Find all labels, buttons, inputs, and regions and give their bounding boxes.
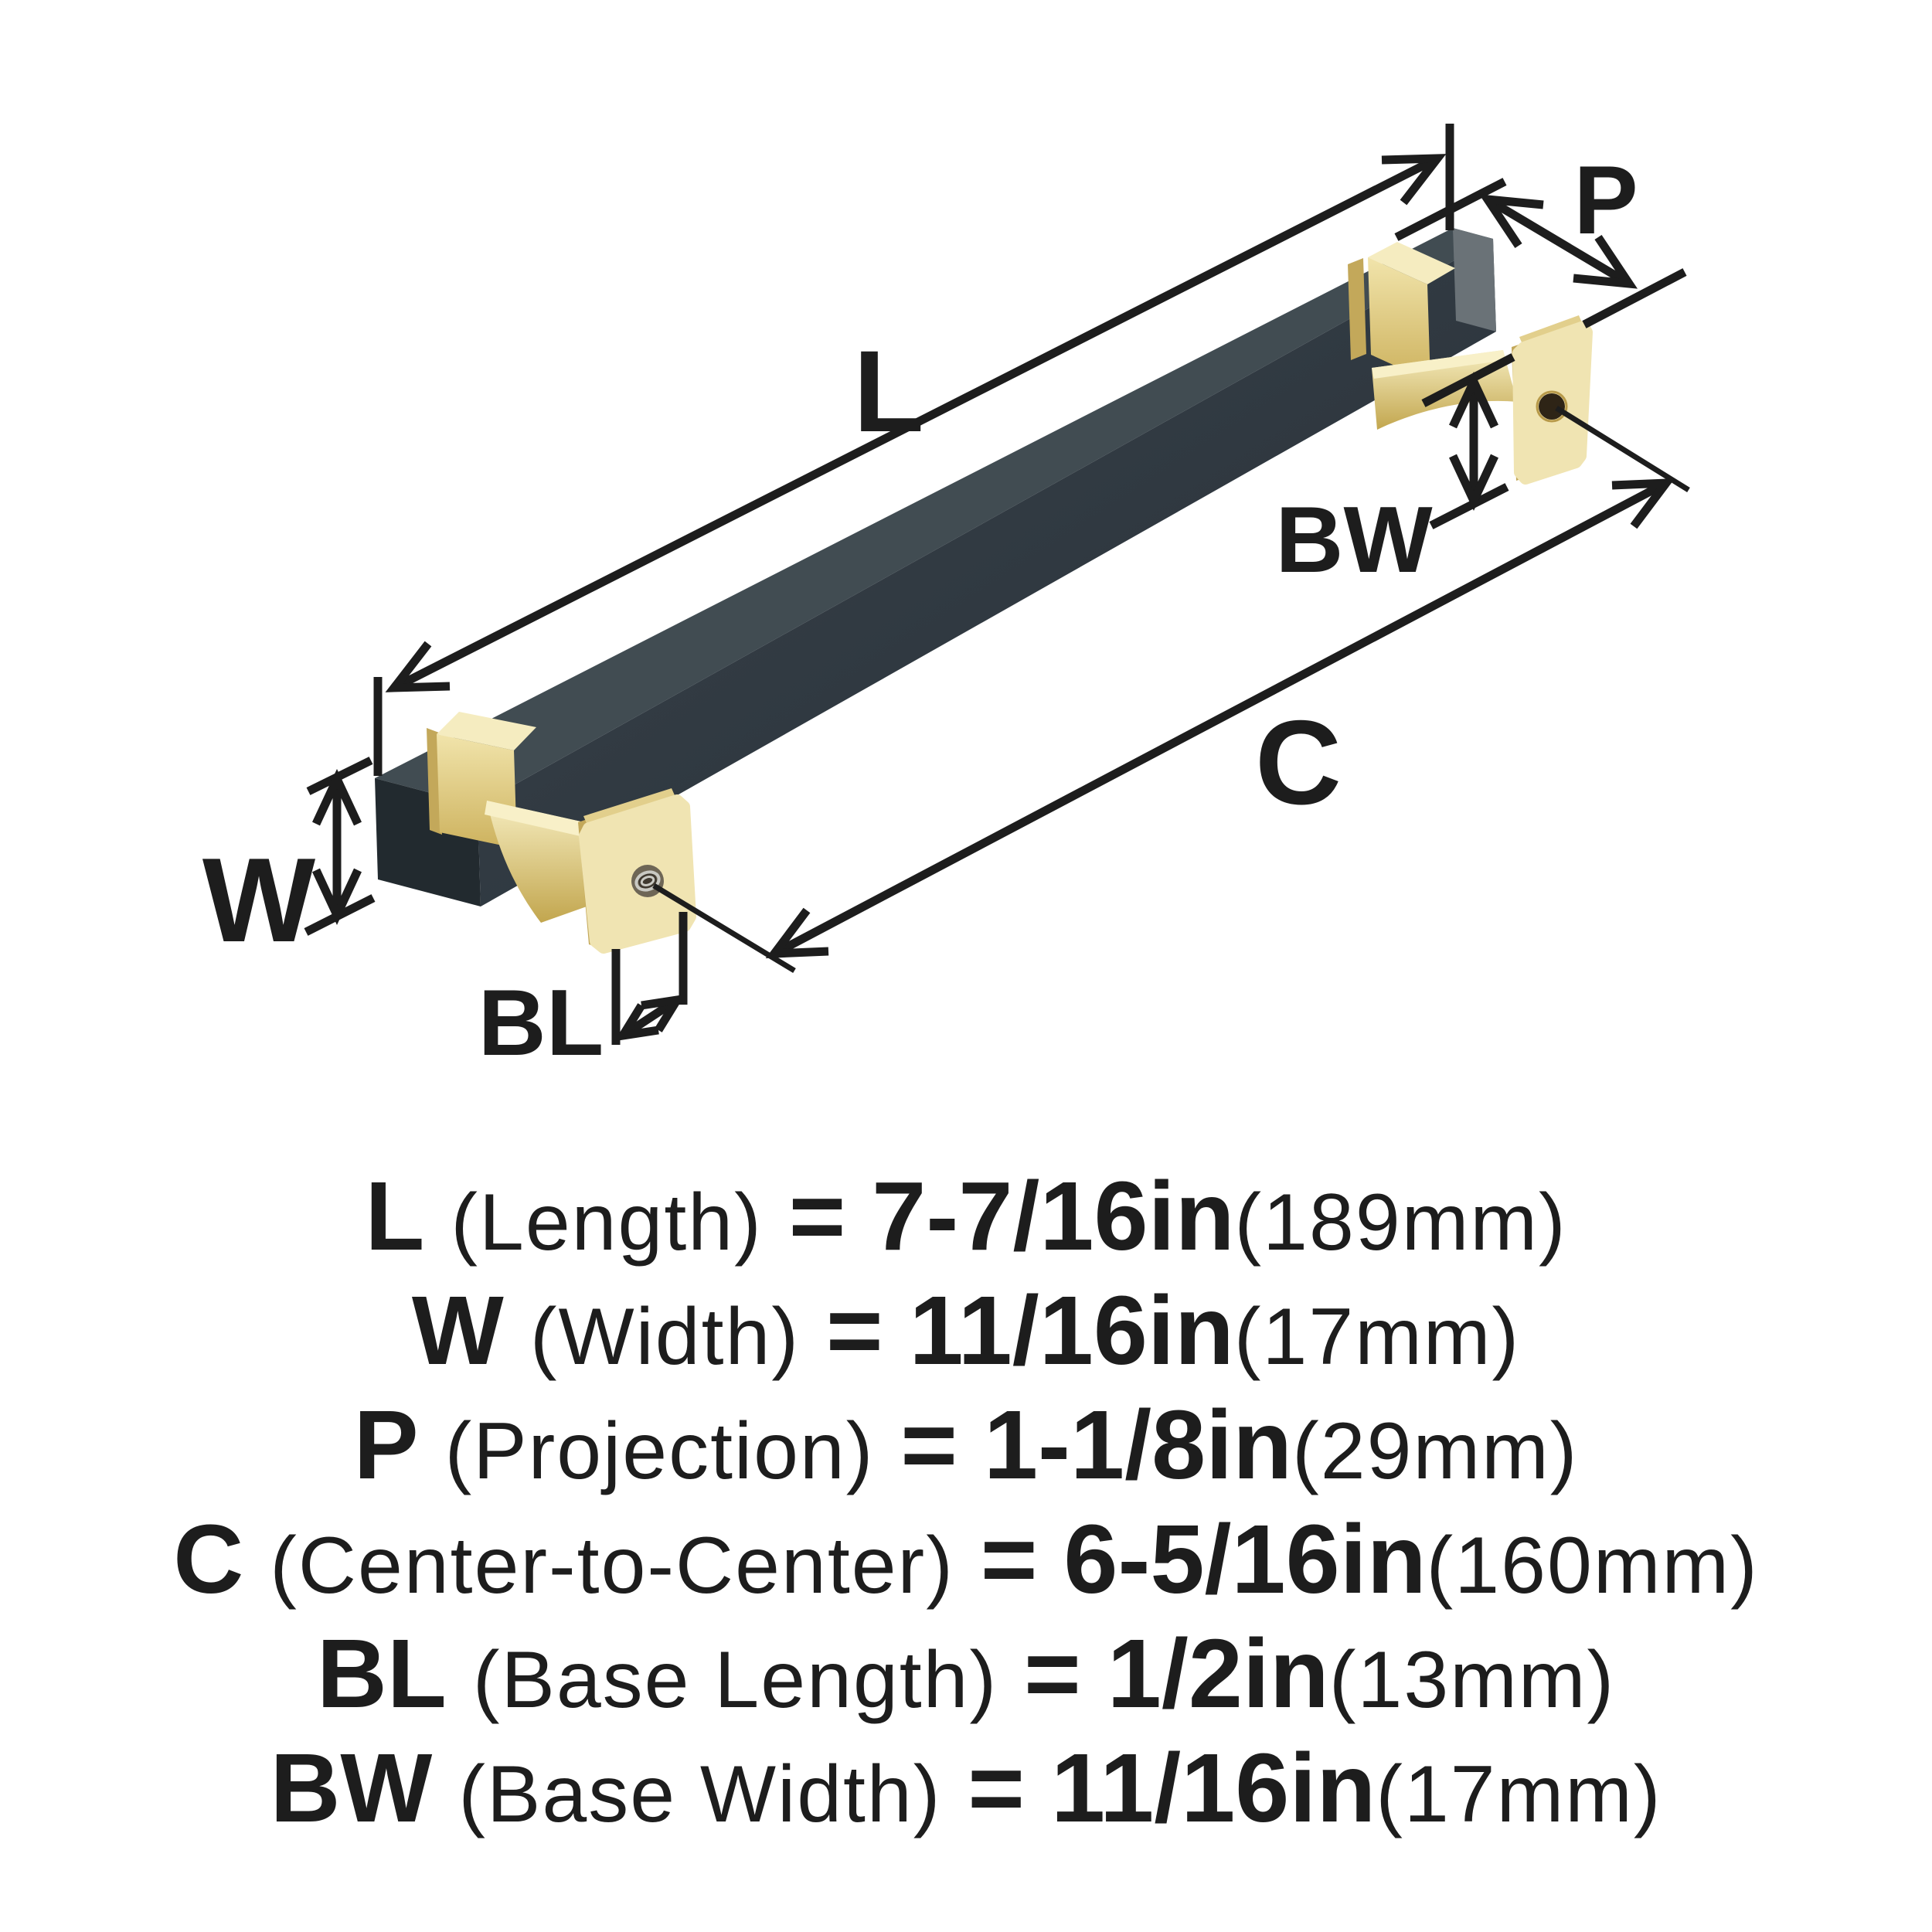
dimension-BL [611,912,688,1045]
left-foot [427,712,696,954]
w-arrowhead-top [312,768,362,826]
right-neck-highlight [1372,350,1505,379]
l-arrowhead-left [385,641,451,692]
spec-symbol: P [353,1390,419,1499]
dimension-lines [304,124,1690,1045]
spec-equals: = [968,1733,1025,1842]
spec-name: (Base Width) [458,1750,942,1839]
spec-row-projection: P (Projection) =1-1/8in(29mm) [0,1388,1932,1502]
spec-equals: = [1024,1619,1081,1728]
spec-equals: = [980,1505,1038,1614]
label-center-to-center: C [1255,696,1342,829]
spec-row-base-width: BW (Base Width) =11/16in(17mm) [0,1731,1932,1845]
dimension-C [652,406,1690,973]
spec-imperial-value: 1-1/8in [983,1390,1293,1499]
bl-arrowhead-left [614,1003,659,1042]
spec-imperial-value: 6-5/16in [1063,1505,1427,1614]
spec-equals: = [825,1276,883,1385]
dimension-P [1478,194,1687,328]
l-dimension-line [392,155,1440,692]
bar-top-face [375,228,1493,805]
l-arrowhead-right [1381,154,1447,206]
bar-front-face [478,239,1496,906]
l-extension-slash-right [1394,178,1507,241]
dimension-spec-list: L(Length)=7-7/16in(189mm) W(Width)=11/16… [0,1159,1932,1845]
dimension-BW [1421,353,1515,529]
c-arrowhead-left [765,907,829,958]
label-base-length: BL [478,970,604,1075]
c-arrowhead-right [1611,478,1675,529]
bw-arrowhead-bottom [1449,454,1498,512]
label-length: L [853,326,924,456]
bw-arrowhead-top [1449,371,1498,429]
p-extension-slash [1582,268,1687,328]
spec-equals: = [900,1390,957,1499]
spec-metric-value: (17mm) [1233,1292,1521,1382]
bl-dimension-line [620,996,680,1039]
spec-metric-value: (29mm) [1292,1406,1579,1496]
label-projection: P [1573,147,1638,254]
spec-symbol: C [173,1505,244,1614]
spec-name: (Center-to-Center) [270,1521,954,1611]
p-arrowhead-upper [1478,194,1544,249]
right-screw-hole-rim [1536,390,1568,423]
spec-metric-value: (13mm) [1328,1635,1616,1725]
left-collar-top-face [437,712,536,750]
handle-bar [375,228,1496,906]
spec-imperial-value: 7-7/16in [872,1162,1235,1270]
spec-imperial-value: 11/16in [909,1276,1234,1385]
spec-name: (Base Length) [472,1635,998,1725]
spec-imperial-value: 11/16in [1051,1733,1376,1842]
spec-symbol: W [411,1276,504,1385]
spec-metric-value: (17mm) [1376,1750,1662,1839]
spec-imperial-value: 1/2in [1107,1619,1329,1728]
label-width: W [202,833,316,967]
bl-arrowhead-right [641,994,685,1032]
handle-isometric-drawing: L P BW C W BL [202,124,1690,1075]
bw-extension-slash-top [1421,353,1515,407]
spec-row-width: W (Width) =11/16in(17mm) [0,1274,1932,1388]
spec-name: (Length) [451,1178,763,1267]
dimension-L [373,124,1507,776]
dimension-W [304,757,376,936]
spec-row-center-to-center: C (Center-to-Center) =6-5/16in(160mm) [0,1502,1932,1617]
spec-name: (Width) [529,1292,800,1382]
bw-extension-slash-bottom [1429,483,1509,529]
spec-symbol: BW [270,1733,433,1842]
spec-row-length: L (Length) =7-7/16in(189mm) [0,1159,1932,1274]
right-collar-front-face [1368,257,1430,382]
w-arrowhead-bottom [312,868,362,926]
spec-metric-value: (160mm) [1426,1521,1759,1611]
spec-row-base-length: BL (Base Length) =1/2in(13mm) [0,1617,1932,1731]
left-neck-highlight [485,801,584,836]
right-collar-side-face [1348,258,1366,360]
spec-equals: = [788,1162,846,1270]
dimension-labels: L P BW C W BL [202,147,1638,1075]
c-leader-right [1555,406,1690,492]
bar-right-end-face [1453,228,1496,332]
p-dimension-line [1485,196,1631,287]
label-base-width: BW [1275,487,1433,592]
p-arrowhead-lower [1573,234,1638,289]
right-foot [1348,242,1593,485]
right-screw-hole [1539,393,1565,420]
left-screw-thread-outer [634,870,661,892]
c-dimension-line [772,479,1668,957]
left-screw-thread-inner [640,876,655,886]
spec-name: (Projection) [444,1406,875,1496]
right-collar-top-face [1368,242,1455,284]
spec-symbol: BL [316,1619,447,1728]
spec-symbol: L [365,1162,425,1270]
spec-metric-value: (189mm) [1234,1178,1567,1267]
